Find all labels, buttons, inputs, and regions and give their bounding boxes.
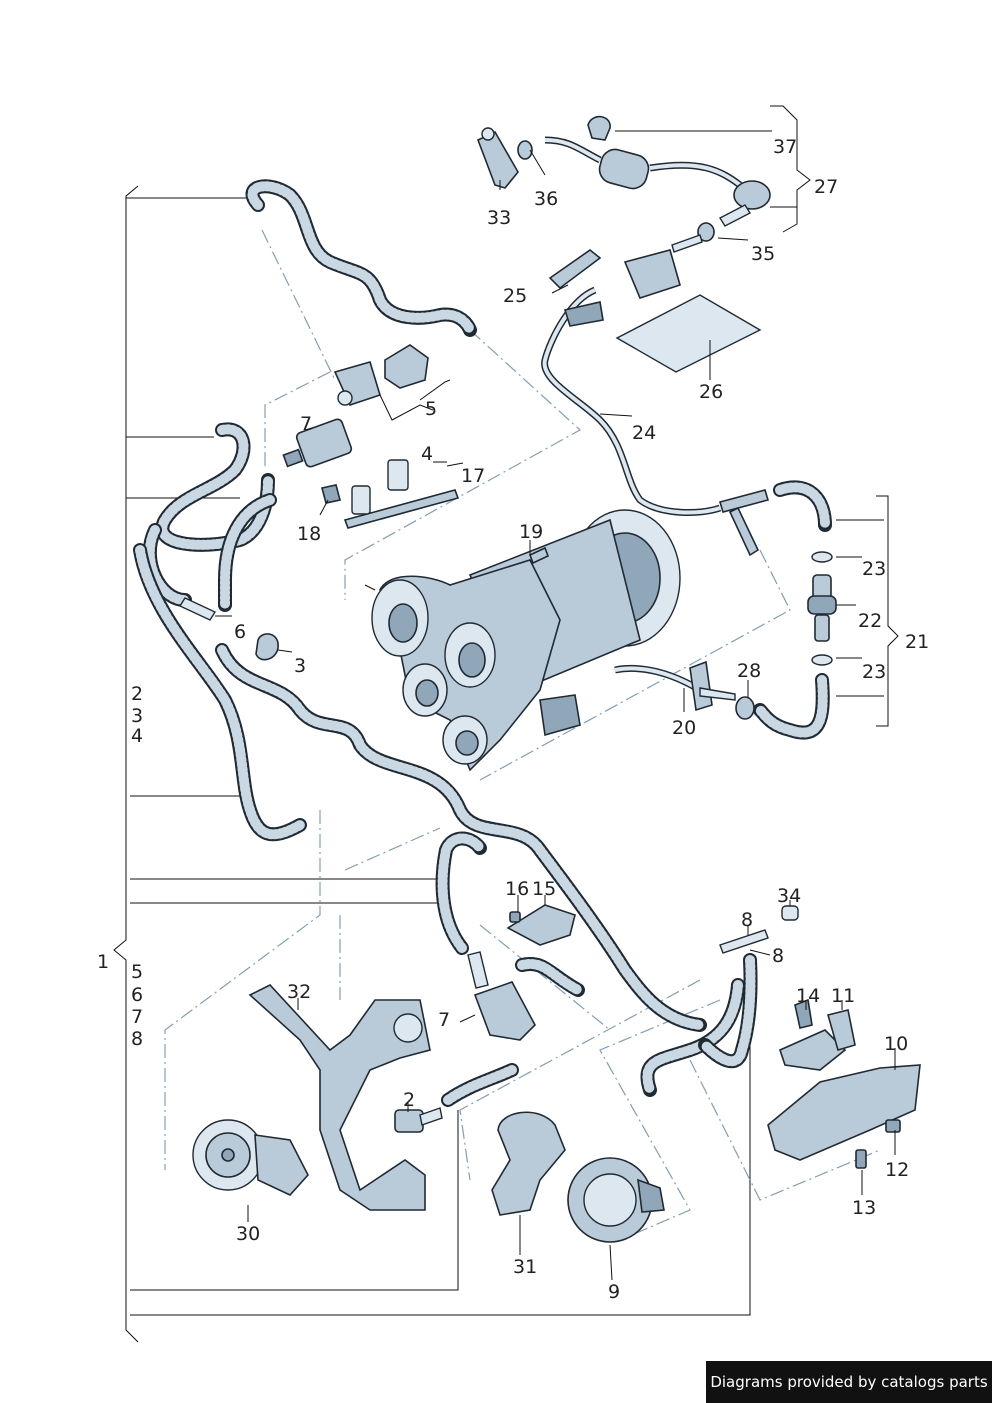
- part-8-lower-label: 8: [772, 945, 784, 967]
- part-7-lower-label: 7: [438, 1009, 450, 1031]
- part-25-label: 25: [503, 285, 527, 307]
- part-11-label: 11: [831, 985, 855, 1007]
- part-7-upper-label: 7: [300, 413, 312, 435]
- small-parts: [178, 115, 921, 1243]
- part-37-label: 37: [773, 136, 797, 158]
- part-31-label: 31: [513, 1256, 537, 1278]
- part-24-label: 24: [632, 422, 656, 444]
- part-23-lower-label: 23: [862, 661, 886, 683]
- part-6-label: 6: [234, 621, 246, 643]
- left-bracket: [113, 185, 751, 1343]
- leader-lines: [215, 105, 899, 1281]
- label-8: 8: [131, 1028, 143, 1050]
- turbocharger: [364, 509, 681, 772]
- part-35-label: 35: [751, 243, 775, 265]
- part-33-label: 33: [487, 207, 511, 229]
- part-labels: 1 2 3 4 5 6 7 8 2 3 4 5 6 7 7 8 8 9 10 1…: [97, 136, 929, 1303]
- part-36-label: 36: [534, 188, 558, 210]
- part-16-label: 16: [505, 878, 529, 900]
- part-5-label: 5: [425, 398, 437, 420]
- part-4-label: 4: [421, 443, 433, 465]
- attribution-footer: Diagrams provided by catalogs parts: [706, 1361, 992, 1403]
- part-19-label: 19: [519, 521, 543, 543]
- label-1: 1: [97, 951, 109, 973]
- part-32-label: 32: [287, 981, 311, 1003]
- part-22-label: 22: [858, 610, 882, 632]
- label-4: 4: [131, 725, 143, 747]
- label-5: 5: [131, 961, 143, 983]
- part-10-label: 10: [884, 1033, 908, 1055]
- part-18-label: 18: [297, 523, 321, 545]
- part-27-label: 27: [814, 176, 838, 198]
- vacuum-lines: [541, 136, 743, 694]
- label-3: 3: [131, 705, 143, 727]
- part-23-upper-label: 23: [862, 558, 886, 580]
- part-2-label: 2: [403, 1089, 415, 1111]
- part-9-label: 9: [608, 1281, 620, 1303]
- part-17-label: 17: [461, 465, 485, 487]
- label-6: 6: [131, 984, 143, 1006]
- part-3-label: 3: [294, 655, 306, 677]
- part-30-label: 30: [236, 1223, 260, 1245]
- part-12-label: 12: [885, 1159, 909, 1181]
- part-21-label: 21: [905, 631, 929, 653]
- label-2: 2: [131, 683, 143, 705]
- part-26-label: 26: [699, 381, 723, 403]
- reference-lines: [164, 229, 881, 1241]
- label-7: 7: [131, 1006, 143, 1028]
- part-8-upper-label: 8: [741, 909, 753, 931]
- part-34-label: 34: [777, 885, 801, 907]
- part-15-label: 15: [532, 878, 556, 900]
- coolant-hoses: [133, 179, 832, 1107]
- part-13-label: 13: [852, 1197, 876, 1219]
- part-28-label: 28: [737, 660, 761, 682]
- part-20-label: 20: [672, 717, 696, 739]
- part-14-label: 14: [796, 985, 820, 1007]
